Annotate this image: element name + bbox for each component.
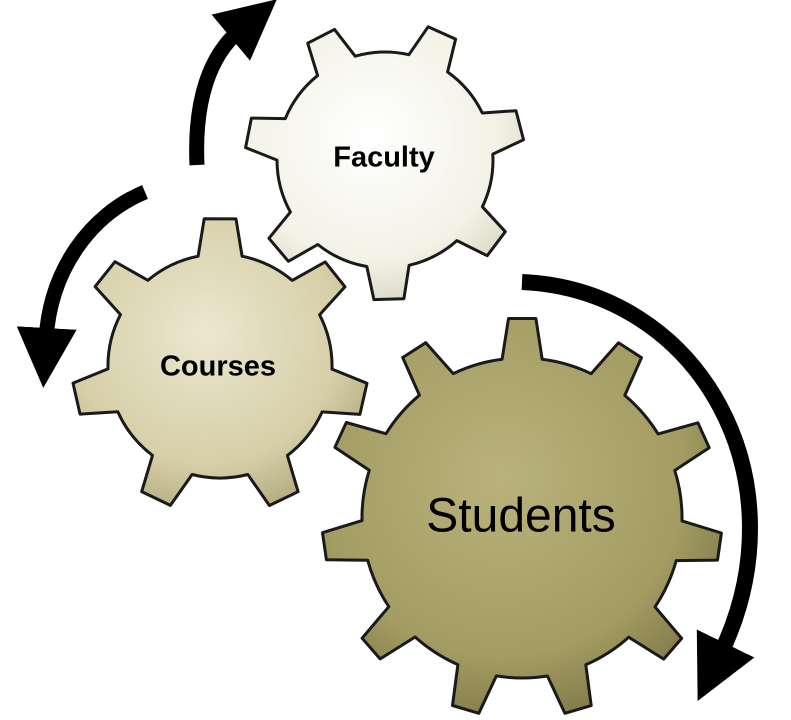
cycle-arrow-students-right	[521, 274, 758, 702]
students-label: Students	[426, 489, 616, 543]
students-gear	[321, 317, 723, 715]
courses-gear	[71, 217, 369, 507]
cycle-arrow-courses-left	[16, 185, 149, 388]
faculty-gear	[244, 25, 525, 302]
faculty-label: Faculty	[333, 141, 435, 174]
courses-label: Courses	[159, 350, 277, 383]
cycle-arrow-faculty-top	[189, 0, 277, 166]
